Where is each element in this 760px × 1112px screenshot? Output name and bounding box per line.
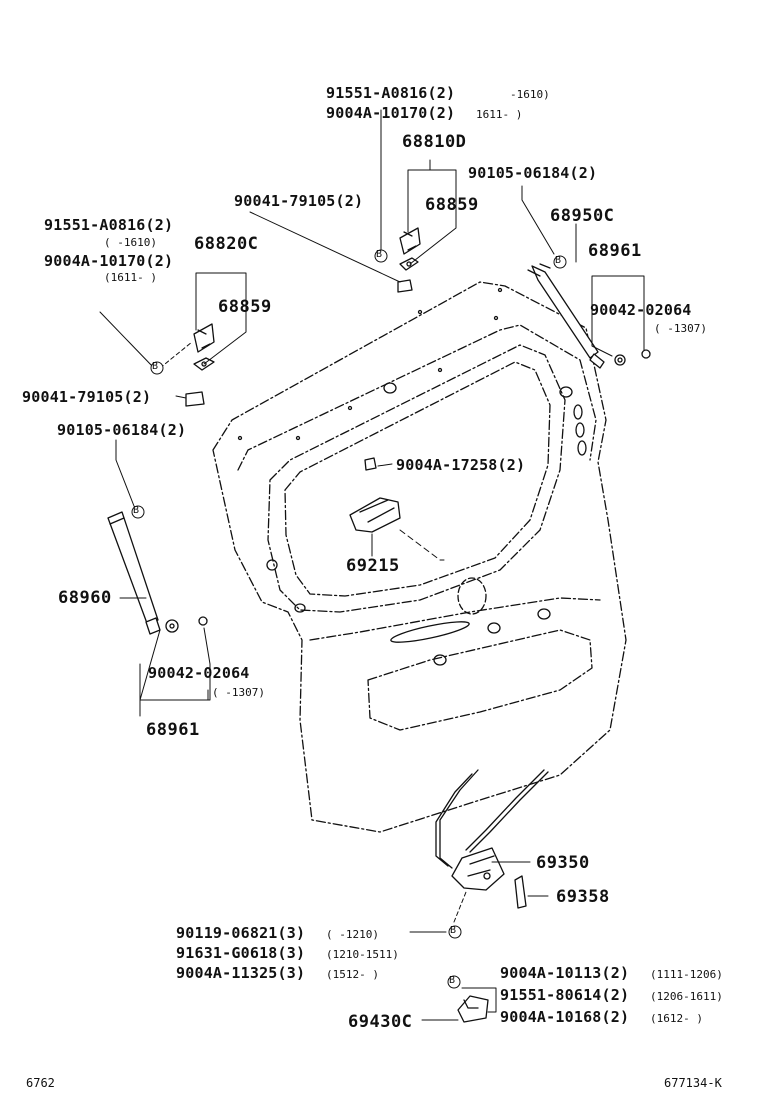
callout-striker-b-range: (1206-1611) xyxy=(650,990,723,1003)
callout-left-a: 91551-A0816(2) xyxy=(44,216,174,234)
bolt-marker-striker: B xyxy=(449,975,456,986)
callout-90041-top: 90041-79105(2) xyxy=(234,192,364,210)
callout-68820c: 68820C xyxy=(194,234,259,254)
callout-90042-right: 90042-02064 xyxy=(590,301,692,319)
hinge-right xyxy=(397,227,421,293)
callout-90105-left: 90105-06184(2) xyxy=(57,421,187,439)
bolt-marker-hinge-left: B xyxy=(152,361,159,372)
callout-90042-left-range: ( -1307) xyxy=(212,686,265,699)
bolt-marker-stay-right: B xyxy=(555,255,562,266)
bolt-marker-hinge-right: B xyxy=(376,249,383,260)
callout-striker-a-range: (1111-1206) xyxy=(650,968,723,981)
callout-68961-right: 68961 xyxy=(588,241,642,261)
callout-striker-a: 9004A-10113(2) xyxy=(500,964,630,982)
callout-90041-left: 90041-79105(2) xyxy=(22,388,152,406)
callout-69215: 69215 xyxy=(346,556,400,576)
callout-9004a-17258: 9004A-17258(2) xyxy=(396,456,526,474)
hinge-left xyxy=(185,323,215,407)
callout-top-b: 9004A-10170(2) xyxy=(326,104,456,122)
callout-68859-left: 68859 xyxy=(218,297,272,317)
callout-68960: 68960 xyxy=(58,588,112,608)
callout-striker-b: 91551-80614(2) xyxy=(500,986,630,1004)
callout-90042-right-range: ( -1307) xyxy=(654,322,707,335)
back-door-stay-right xyxy=(527,263,651,369)
callout-69350: 69350 xyxy=(536,853,590,873)
bolt-marker-stay-left: B xyxy=(133,505,140,516)
callout-striker-c: 9004A-10168(2) xyxy=(500,1008,630,1026)
callout-left-b-range: (1611- ) xyxy=(104,271,157,284)
callout-left-a-range: ( -1610) xyxy=(104,236,157,249)
callout-68859-right: 68859 xyxy=(425,195,479,215)
callout-69358: 69358 xyxy=(556,887,610,907)
callout-90042-left: 90042-02064 xyxy=(148,664,250,682)
callout-top-a-range: -1610) xyxy=(510,88,550,101)
callout-bot-a: 90119-06821(3) xyxy=(176,924,306,942)
back-door-stay-left xyxy=(107,511,208,635)
bolt-markers xyxy=(131,249,567,989)
callout-bot-c: 9004A-11325(3) xyxy=(176,964,306,982)
callout-68961-left: 68961 xyxy=(146,720,200,740)
callout-bot-b: 91631-G0618(3) xyxy=(176,944,306,962)
footer-drawing-code: 677134-K xyxy=(664,1076,722,1090)
footer-figure-number: 6762 xyxy=(26,1076,55,1090)
back-door-panel xyxy=(212,281,627,833)
callout-left-b: 9004A-10170(2) xyxy=(44,252,174,270)
callout-bot-a-range: ( -1210) xyxy=(326,928,379,941)
callout-bot-c-range: (1512- ) xyxy=(326,968,379,981)
callout-69430c: 69430C xyxy=(348,1012,413,1032)
callout-top-a: 91551-A0816(2) xyxy=(326,84,456,102)
callout-bot-b-range: (1210-1511) xyxy=(326,948,399,961)
callout-top-b-range: 1611- ) xyxy=(476,108,523,121)
back-door-handle xyxy=(349,457,401,533)
callout-striker-c-range: (1612- ) xyxy=(650,1012,703,1025)
callout-68810d: 68810D xyxy=(402,132,467,152)
leader-lines xyxy=(99,109,645,1021)
callout-68950c: 68950C xyxy=(550,206,615,226)
back-door-lock xyxy=(435,769,549,909)
back-door-lock-striker xyxy=(457,995,489,1023)
bolt-marker-lock: B xyxy=(450,925,457,936)
callout-90105-right: 90105-06184(2) xyxy=(468,164,598,182)
